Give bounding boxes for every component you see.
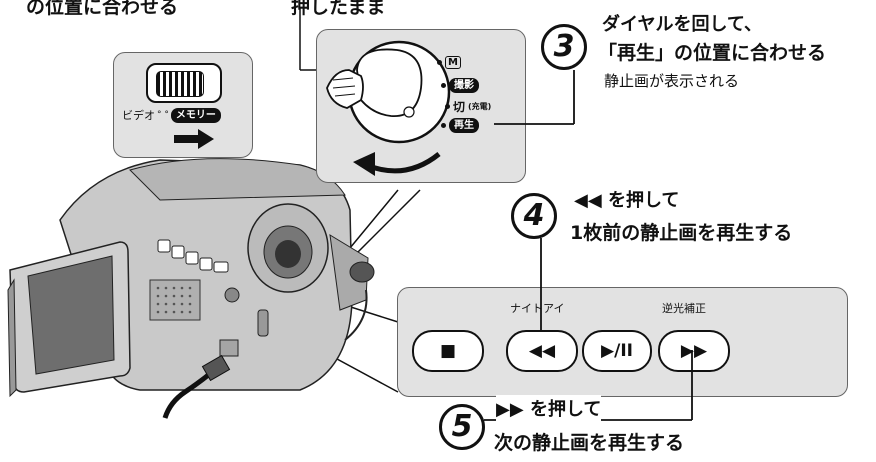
mode-dial-panel: M 撮影 切 (充電) 再生: [316, 29, 526, 183]
step5-line1: ▶▶ を押して: [496, 395, 602, 421]
mode-m-label: M: [445, 56, 461, 69]
mode-switch-panel: ビデオ ° ° メモリー: [113, 52, 253, 158]
slide-switch[interactable]: [146, 63, 222, 103]
playback-button-panel: ナイトアイ 逆光補正 ■ ◀◀ ▶/II ▶▶: [397, 287, 848, 397]
mode-off-label: 切: [453, 100, 466, 114]
label-video: ビデオ: [122, 109, 155, 122]
slide-switch-knob[interactable]: [156, 71, 204, 97]
top-left-caption: の位置に合わせる: [26, 0, 179, 18]
mode-dot: [441, 83, 446, 88]
rewind-caption: ナイトアイ: [510, 302, 565, 315]
stop-button[interactable]: ■: [412, 330, 484, 372]
step4-line1: ◀◀ を押して: [574, 190, 680, 211]
mode-dot: [437, 60, 442, 65]
top-mid-caption: 押したまま: [291, 0, 386, 18]
step3-leader: [494, 70, 575, 125]
arrow-right-icon: [174, 129, 214, 149]
step3-number: 3: [541, 24, 587, 70]
mode-dot: [445, 104, 450, 109]
step5-line2: 次の静止画を再生する: [494, 432, 685, 454]
mode-play-row: 再生: [441, 118, 479, 133]
step3-line2: 「再生」の位置に合わせる: [598, 42, 827, 64]
ffwd-icon: ▶▶: [680, 341, 708, 361]
step5-number: 5: [439, 404, 485, 450]
mode-dial[interactable]: [317, 30, 525, 182]
mode-off-row: 切 (充電): [445, 98, 491, 115]
stop-icon: ■: [439, 341, 457, 361]
mode-charge-label: (充電): [468, 102, 492, 111]
mode-m-row: M: [437, 56, 461, 69]
step4-line2: 1枚前の静止画を再生する: [570, 222, 793, 244]
step3-note: 静止画が表示される: [604, 72, 740, 90]
ffwd-caption: 逆光補正: [662, 302, 706, 315]
switch-labels: ビデオ ° ° メモリー: [122, 107, 221, 123]
play-pause-button[interactable]: ▶/II: [582, 330, 652, 372]
label-memory: メモリー: [170, 107, 221, 123]
mode-play-label: 再生: [449, 118, 479, 133]
rewind-button[interactable]: ◀◀: [506, 330, 578, 372]
mode-record-row: 撮影: [441, 78, 479, 93]
rewind-icon: ◀◀: [528, 341, 556, 361]
ffwd-button[interactable]: ▶▶: [658, 330, 730, 372]
mode-dot: [441, 123, 446, 128]
rotate-arrow-icon: [368, 152, 441, 174]
mode-record-label: 撮影: [449, 78, 479, 93]
step3-line1: ダイヤルを回して、: [602, 14, 763, 35]
step4-number: 4: [511, 193, 557, 239]
play-pause-icon: ▶/II: [601, 341, 633, 361]
degree-marks: ° °: [157, 110, 169, 120]
